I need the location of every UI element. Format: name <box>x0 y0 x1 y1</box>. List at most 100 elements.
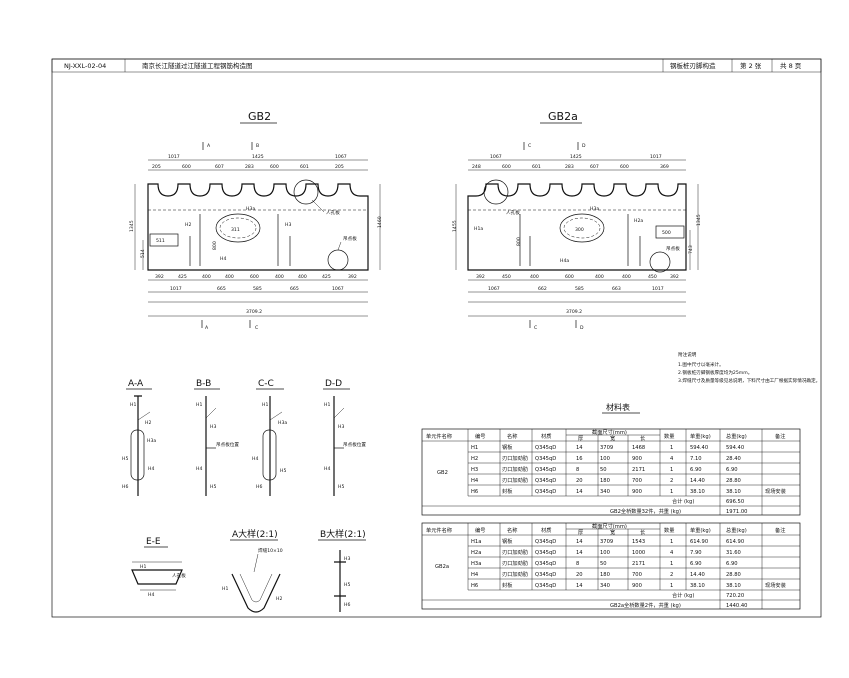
gb2-part-label: 人孔板 <box>326 209 340 216</box>
table-header: 截面尺寸(mm) <box>592 522 627 530</box>
section-ee: E-E 人孔板 H1 H4 <box>131 537 186 598</box>
gb2a-bottom-dim: 400 <box>530 274 539 280</box>
table-header: 截面尺寸(mm) <box>592 428 627 436</box>
notes-title: 附注说明 <box>678 351 697 358</box>
table-cell: 8 <box>576 467 579 473</box>
gb2-top-sub-dim: 205 <box>335 164 344 170</box>
table-cell: 28.80 <box>726 572 741 578</box>
sheet-total: 共 8 页 <box>780 61 802 70</box>
table-header: 总重(kg) <box>726 432 747 440</box>
table-subheader: 宽 <box>610 434 615 442</box>
table-cell: 1 <box>670 539 673 545</box>
note-item: 3.焊缝尺寸及质量等级见总说明，下料尺寸由工厂根据实际情况确定。 <box>678 377 820 384</box>
table-cell: 4 <box>670 550 674 556</box>
table-cell: 50 <box>600 467 607 473</box>
table-cell: 刃口加劲肋 <box>502 465 528 473</box>
table-cell: 38.10 <box>726 583 741 589</box>
gb2a-elevation: GB2a C D D C 1067 1425 1017 248 600 601 … <box>452 110 702 331</box>
section-part-label: H6 <box>122 484 128 490</box>
gb2-bottom-dim: 425 <box>322 274 331 280</box>
table-header: 材质 <box>541 432 551 440</box>
table-cell: Q345qD <box>535 572 556 578</box>
section-dd: D-D H1 H3 吊点板位置 H4 H5 <box>323 379 366 496</box>
detail-label: 焊缝10×10 <box>258 547 283 554</box>
gb2a-oval-opening <box>559 213 605 243</box>
header-strip <box>51 58 822 73</box>
table-cell: 700 <box>632 572 642 578</box>
table-sum-label: 合计 (kg) <box>672 497 694 505</box>
gb2-top-dim: 1017 <box>168 154 180 160</box>
gb2a-top-dim: 1017 <box>650 154 662 160</box>
gb2a-bottom-dim: 600 <box>565 274 574 280</box>
gb2-height-dim: 514 <box>140 249 146 258</box>
table-cell: 50 <box>600 561 607 567</box>
gb2a-lower-dim: 1067 <box>488 286 500 292</box>
gb2a-lower-dim: 585 <box>575 286 584 292</box>
table-cell: 刃口加劲肋 <box>502 476 528 484</box>
table-cell: 6.90 <box>726 467 738 473</box>
gb2-right-dim: 1460 <box>377 216 383 228</box>
gb2-bottom-dim: 400 <box>225 274 234 280</box>
gb2-top-dim: 1425 <box>252 154 264 160</box>
table-cell: 900 <box>632 583 642 589</box>
gb2-section-mark: B <box>256 143 259 149</box>
table-cell: 刃口加劲肋 <box>502 570 528 578</box>
section-part-label: H5 <box>338 484 344 490</box>
table-header: 数量 <box>664 526 674 534</box>
table-cell: Q345qD <box>535 489 556 495</box>
gb2-box-label: 511 <box>156 238 165 244</box>
table-cell: 614.90 <box>690 539 708 545</box>
table-cell: 4 <box>670 456 674 462</box>
section-title: C-C <box>258 379 274 389</box>
detail-title: B大样(2:1) <box>320 528 366 540</box>
section-title: B-B <box>196 379 211 389</box>
section-part-label: H1 <box>140 564 146 570</box>
gb2-elevation: GB2 A B C A 1017 1425 1067 205 600 607 2… <box>129 110 383 331</box>
gb2a-top-dim: 1425 <box>570 154 582 160</box>
section-part-label: H1 <box>196 402 202 408</box>
section-part-label: H3a <box>278 420 287 426</box>
table-cell: Q345qD <box>535 456 556 462</box>
section-part-label: H6 <box>256 484 262 490</box>
gb2a-manhole <box>483 179 509 205</box>
gb2a-top-sub-dim: 248 <box>472 164 481 170</box>
table-header: 总重(kg) <box>726 526 747 534</box>
table-cell: H3a <box>471 561 481 567</box>
table-cell: 38.10 <box>690 489 705 495</box>
table-header: 单元件名称 <box>426 432 452 440</box>
gb2-oval-opening <box>215 213 261 243</box>
table-cell: 封板 <box>502 487 513 495</box>
table-cell: 900 <box>632 489 642 495</box>
section-part-label: H5 <box>280 468 286 474</box>
table-total-label: GB2全桥数量32件，共重 (kg) <box>610 507 681 515</box>
table-total-value: 1971.00 <box>726 509 747 515</box>
gb2a-left-dim: 1455 <box>452 220 458 232</box>
table-cell: 3709 <box>600 445 613 451</box>
table-cell: Q345qD <box>535 583 556 589</box>
gb2a-top-sub-dim: 369 <box>660 164 669 170</box>
table-cell: Q345qD <box>535 445 556 451</box>
table-cell: 现场安装 <box>765 581 786 589</box>
gb2-box <box>149 233 179 247</box>
table-cell: 340 <box>600 583 610 589</box>
gb2a-top-sub-dim: 600 <box>620 164 629 170</box>
gb2-top-sub-dim: 600 <box>182 164 191 170</box>
detail-label: H6 <box>344 602 350 608</box>
gb2-top-sub-dim: 205 <box>152 164 161 170</box>
section-part-label: H4 <box>148 466 154 472</box>
note-item: 2.钢板桩刃脚钢板厚度均为25mm。 <box>678 369 752 376</box>
table-cell: 1 <box>670 445 673 451</box>
gb2-lifting-hole <box>327 249 349 271</box>
section-title: D-D <box>325 379 342 389</box>
section-bb: B-B H1 H3 吊点板位置 H4 H5 <box>194 379 239 496</box>
table-cell: 2 <box>670 572 673 578</box>
notes-block: 附注说明 1.图中尺寸以毫米计。 2.钢板桩刃脚钢板厚度均为25mm。 3.焊缝… <box>678 351 820 384</box>
gb2-top-sub-dim: 607 <box>215 164 224 170</box>
gb2-bottom-dim: 400 <box>298 274 307 280</box>
table-total-value: 1440.40 <box>726 603 747 609</box>
gb2-lower-dim: 665 <box>290 286 299 292</box>
table-cell: 20 <box>576 572 583 578</box>
gb2-top-sub-dim: 283 <box>245 164 254 170</box>
table-cell: 6.90 <box>690 561 702 567</box>
table-cell: 180 <box>600 478 610 484</box>
